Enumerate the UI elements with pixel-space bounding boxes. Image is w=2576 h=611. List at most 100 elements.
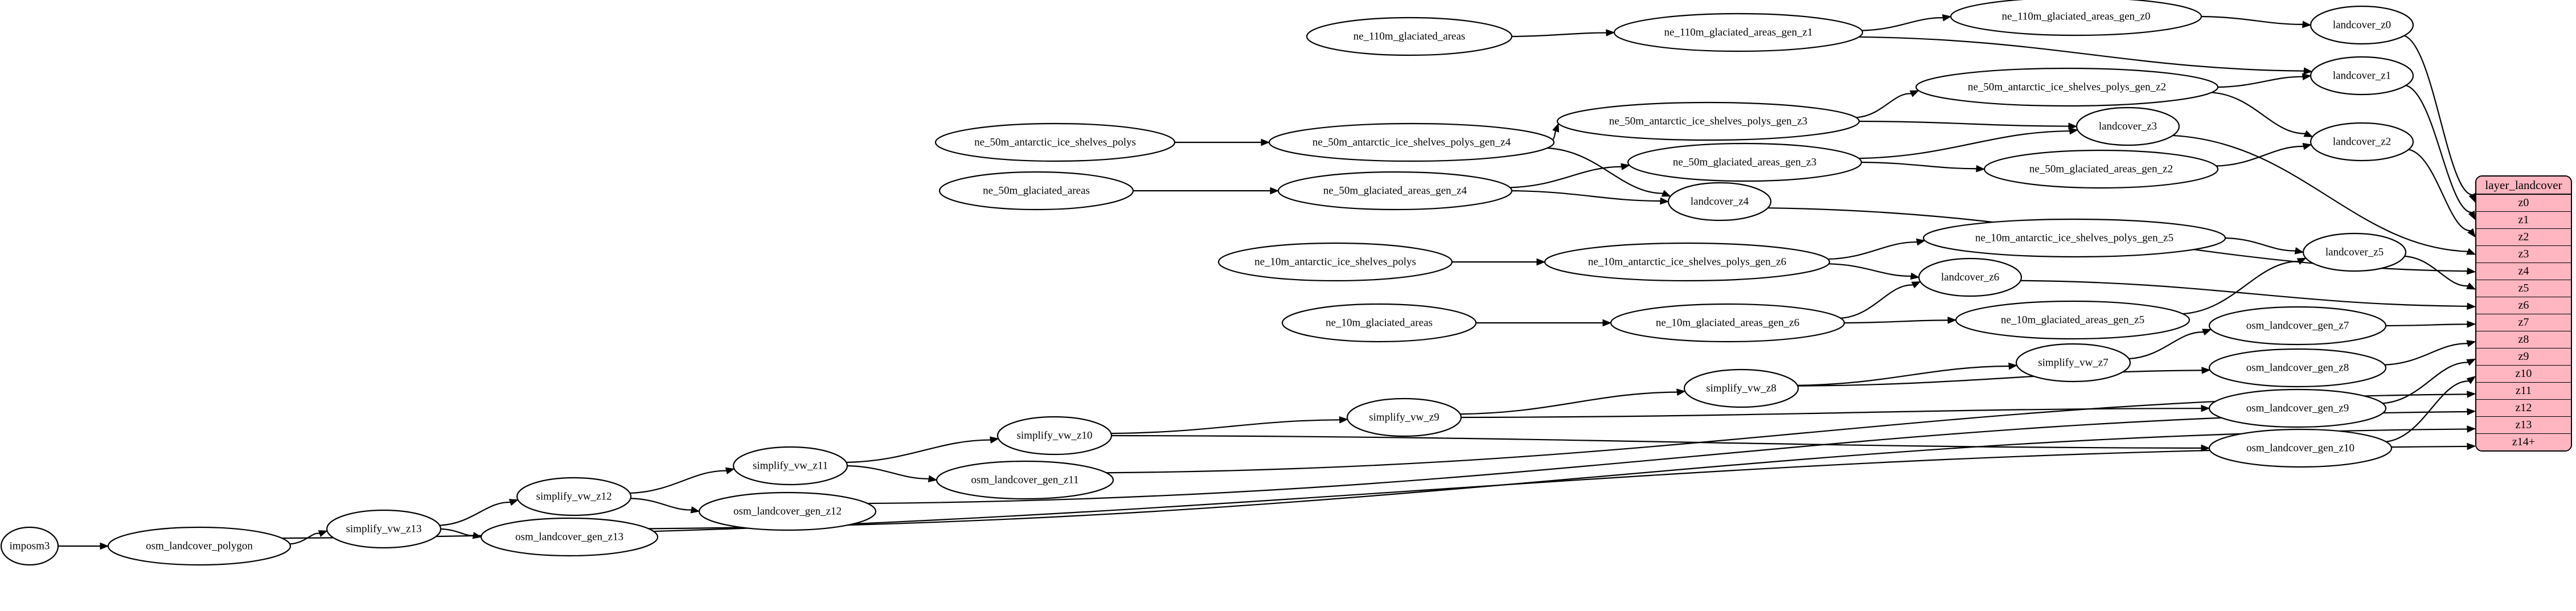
node-landcover_z4[interactable]: landcover_z4 <box>1667 182 1772 222</box>
node-landcover_z5[interactable]: landcover_z5 <box>2302 232 2407 272</box>
node-label: ne_50m_glaciated_areas_gen_z2 <box>2029 163 2173 175</box>
node-landcover_z2[interactable]: landcover_z2 <box>2310 122 2414 162</box>
node-shape <box>2208 306 2387 346</box>
layer-landcover-row-z6[interactable]: z6 <box>2476 297 2571 314</box>
node-simplify_vw_z13[interactable]: simplify_vw_z13 <box>326 509 442 549</box>
node-label: landcover_z6 <box>1941 271 1999 283</box>
edge-ne_110m_glaciated_areas-to-ne_110m_glaciated_areas_gen_z1 <box>1511 32 1607 38</box>
node-ne_110m_glaciated_areas[interactable]: ne_110m_glaciated_areas <box>1306 17 1513 56</box>
arrowhead <box>1606 29 1615 36</box>
edge-landcover_z3-to-layer_landcover-z3 <box>2172 134 2468 252</box>
layer-landcover-row-z9[interactable]: z9 <box>2476 348 2571 366</box>
node-osm_landcover_gen_z9[interactable]: osm_landcover_gen_z9 <box>2208 388 2387 428</box>
layer-landcover-row-z11[interactable]: z11 <box>2476 383 2571 400</box>
node-shape <box>1281 303 1477 343</box>
node-label: ne_10m_antarctic_ice_shelves_polys_gen_z… <box>1588 256 1786 268</box>
node-label: ne_50m_glaciated_areas_gen_z3 <box>1673 156 1816 168</box>
layer-landcover-row-z4[interactable]: z4 <box>2476 263 2571 280</box>
arrowhead <box>928 475 938 482</box>
node-simplify_vw_z10[interactable]: simplify_vw_z10 <box>996 416 1113 456</box>
node-osm_landcover_gen_z12[interactable]: osm_landcover_gen_z12 <box>698 491 877 531</box>
node-shape <box>1983 149 2219 189</box>
node-osm_landcover_polygon[interactable]: osm_landcover_polygon <box>107 526 292 566</box>
node-label: landcover_z3 <box>2099 120 2157 132</box>
node-shape <box>2075 106 2180 146</box>
edge-simplify_vw_z12-to-osm_landcover_gen_z12 <box>630 498 692 511</box>
node-shape <box>2310 56 2414 96</box>
layer-landcover-row-z12[interactable]: z12 <box>2476 400 2571 417</box>
arrowhead <box>2466 340 2476 347</box>
edge-landcover_z2-to-layer_landcover-z2 <box>2408 149 2471 232</box>
layer-landcover-row-z1[interactable]: z1 <box>2476 212 2571 229</box>
node-label: landcover_z0 <box>2333 19 2391 31</box>
node-landcover_z1[interactable]: landcover_z1 <box>2310 56 2414 96</box>
node-ne_10m_glaciated_areas[interactable]: ne_10m_glaciated_areas <box>1281 303 1477 343</box>
node-shape <box>1918 257 2023 297</box>
node-osm_landcover_gen_z8[interactable]: osm_landcover_gen_z8 <box>2208 348 2387 388</box>
node-ne_50m_antarctic_ice_shelves_polys_gen_z2[interactable]: ne_50m_antarctic_ice_shelves_polys_gen_z… <box>1915 67 2219 107</box>
node-shape <box>1922 218 2226 258</box>
arrowhead <box>2008 362 2018 370</box>
layer-landcover-row-z7[interactable]: z7 <box>2476 314 2571 331</box>
arrowhead <box>2468 210 2476 220</box>
node-ne_10m_antarctic_ice_shelves_polys[interactable]: ne_10m_antarctic_ice_shelves_polys <box>1217 242 1453 282</box>
node-ne_10m_glaciated_areas_gen_z6[interactable]: ne_10m_glaciated_areas_gen_z6 <box>1610 303 1845 343</box>
layer-landcover-row-z3[interactable]: z3 <box>2476 246 2571 263</box>
arrowhead <box>508 499 519 506</box>
arrowhead <box>2466 282 2476 290</box>
node-osm_landcover_gen_z13[interactable]: osm_landcover_gen_z13 <box>480 517 659 557</box>
nodes-group: ne_110m_glaciated_areas ne_110m_glaciated… <box>0 0 2414 566</box>
edge-osm_landcover_gen_z9-to-layer_landcover-z9 <box>2382 362 2468 404</box>
layer-landcover-row-z2[interactable]: z2 <box>2476 229 2571 246</box>
node-ne_50m_glaciated_areas_gen_z3[interactable]: ne_50m_glaciated_areas_gen_z3 <box>1627 142 1863 182</box>
node-osm_landcover_gen_z11[interactable]: osm_landcover_gen_z11 <box>936 460 1114 500</box>
node-shape <box>1268 122 1555 162</box>
node-imposm3[interactable]: imposm3 <box>0 526 59 566</box>
node-ne_50m_glaciated_areas[interactable]: ne_50m_glaciated_areas <box>938 171 1134 211</box>
node-ne_110m_glaciated_areas_gen_z0[interactable]: ne_110m_glaciated_areas_gen_z0 <box>1950 0 2202 36</box>
layer-landcover-row-z13[interactable]: z13 <box>2476 417 2571 434</box>
arrowhead <box>318 530 328 538</box>
arrowhead <box>1621 163 1630 171</box>
node-landcover_z6[interactable]: landcover_z6 <box>1918 257 2023 297</box>
node-simplify_vw_z8[interactable]: simplify_vw_z8 <box>1683 368 1799 408</box>
node-label: osm_landcover_gen_z12 <box>733 505 842 517</box>
node-label: osm_landcover_gen_z8 <box>2246 362 2349 374</box>
node-label: ne_10m_glaciated_areas_gen_z5 <box>2001 314 2144 326</box>
node-ne_50m_antarctic_ice_shelves_polys_gen_z3[interactable]: ne_50m_antarctic_ice_shelves_polys_gen_z… <box>1556 101 1860 141</box>
edge-osm_landcover_gen_z7-to-layer_landcover-z7 <box>2385 323 2468 327</box>
node-label: imposm3 <box>10 540 50 552</box>
edge-simplify_vw_z7-to-osm_landcover_gen_z7 <box>2128 331 2204 360</box>
node-ne_10m_antarctic_ice_shelves_polys_gen_z5[interactable]: ne_10m_antarctic_ice_shelves_polys_gen_z… <box>1922 218 2226 258</box>
node-ne_50m_antarctic_ice_shelves_polys[interactable]: ne_50m_antarctic_ice_shelves_polys <box>934 122 1176 162</box>
node-shape <box>2302 232 2407 272</box>
node-landcover_z3[interactable]: landcover_z3 <box>2075 106 2180 146</box>
node-label: osm_landcover_gen_z7 <box>2246 319 2349 331</box>
edge-ne_10m_antarctic_ice_shelves_polys_gen_z5-to-landcover_z5 <box>2225 237 2296 252</box>
node-simplify_vw_z7[interactable]: simplify_vw_z7 <box>2015 343 2131 383</box>
node-osm_landcover_gen_z7[interactable]: osm_landcover_gen_z7 <box>2208 306 2387 346</box>
arrowhead <box>2466 248 2476 255</box>
node-simplify_vw_z9[interactable]: simplify_vw_z9 <box>1346 397 1462 437</box>
layer-landcover-row-z8[interactable]: z8 <box>2476 331 2571 348</box>
node-landcover_z0[interactable]: landcover_z0 <box>2310 5 2414 45</box>
node-osm_landcover_gen_z10[interactable]: osm_landcover_gen_z10 <box>2208 428 2393 468</box>
layer-landcover-row-z5[interactable]: z5 <box>2476 280 2571 297</box>
layer-landcover-row-z10[interactable]: z10 <box>2476 366 2571 383</box>
edge-simplify_vw_z8-to-osm_landcover_gen_z8 <box>1798 370 2202 387</box>
node-label: simplify_vw_z9 <box>1369 411 1439 423</box>
layer-landcover-row-z14+[interactable]: z14+ <box>2476 434 2571 450</box>
node-ne_10m_glaciated_areas_gen_z5[interactable]: ne_10m_glaciated_areas_gen_z5 <box>1955 300 2191 340</box>
node-ne_110m_glaciated_areas_gen_z1[interactable]: ne_110m_glaciated_areas_gen_z1 <box>1613 13 1864 52</box>
node-label: simplify_vw_z13 <box>346 523 422 535</box>
node-ne_50m_glaciated_areas_gen_z2[interactable]: ne_50m_glaciated_areas_gen_z2 <box>1983 149 2219 189</box>
node-ne_10m_antarctic_ice_shelves_polys_gen_z6[interactable]: ne_10m_antarctic_ice_shelves_polys_gen_z… <box>1544 242 1831 282</box>
node-label: ne_10m_glaciated_areas_gen_z6 <box>1656 317 1799 329</box>
node-ne_50m_glaciated_areas_gen_z4[interactable]: ne_50m_glaciated_areas_gen_z4 <box>1277 171 1513 211</box>
node-simplify_vw_z11[interactable]: simplify_vw_z11 <box>732 446 848 486</box>
layer-landcover-row-z0[interactable]: z0 <box>2476 195 2571 212</box>
node-label: simplify_vw_z10 <box>1017 429 1093 441</box>
node-ne_50m_antarctic_ice_shelves_polys_gen_z4[interactable]: ne_50m_antarctic_ice_shelves_polys_gen_z… <box>1268 122 1555 162</box>
node-simplify_vw_z12[interactable]: simplify_vw_z12 <box>516 477 632 516</box>
